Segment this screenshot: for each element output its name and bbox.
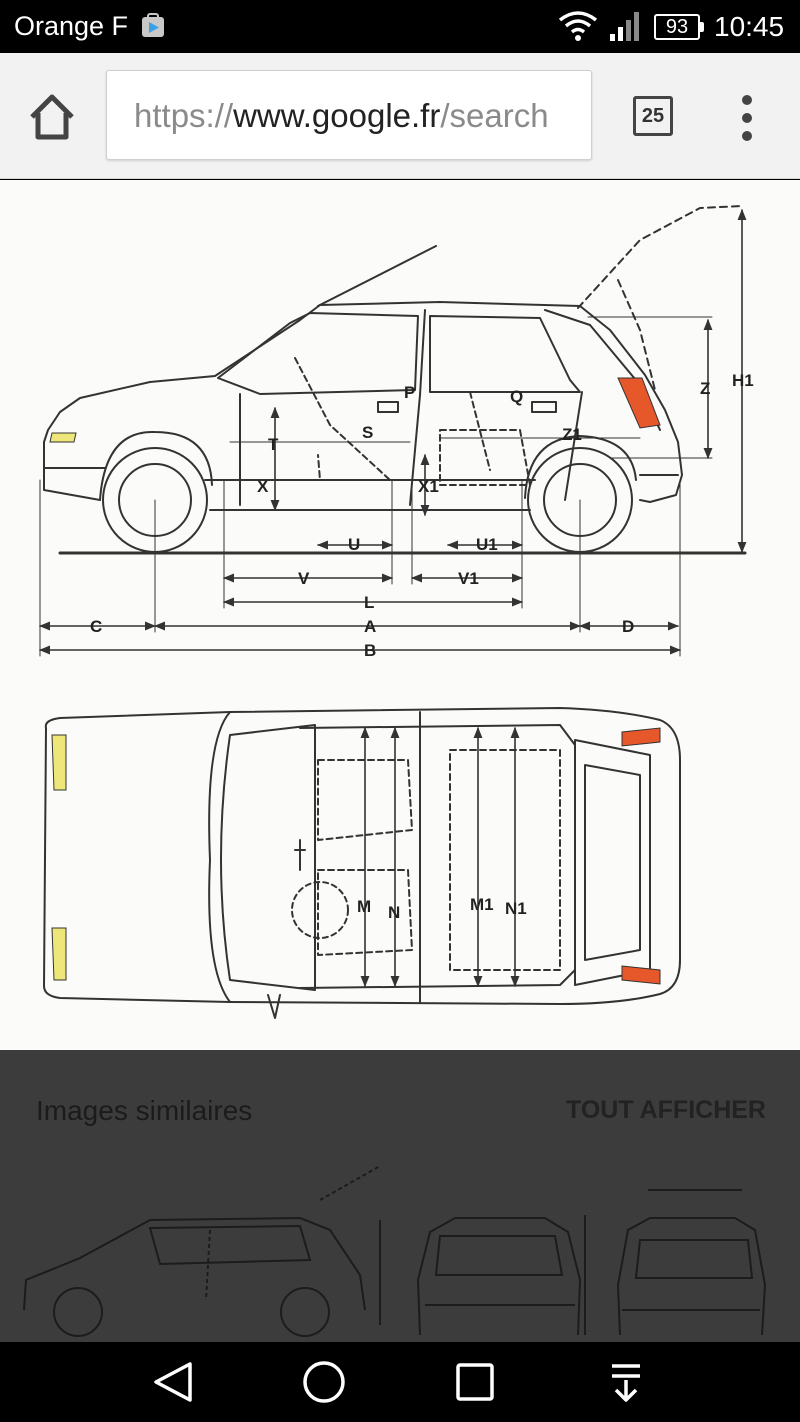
navigation-bar [0, 1342, 800, 1422]
thumbnail-rear-view[interactable] [616, 1189, 767, 1336]
dim-label-v: V [298, 569, 310, 588]
battery-indicator: 93 [654, 14, 704, 40]
dim-label-q: Q [510, 387, 523, 406]
overflow-menu-icon[interactable] [736, 93, 760, 143]
dim-label-x: X [257, 477, 269, 496]
battery-level: 93 [665, 16, 689, 38]
tab-switcher-button[interactable]: 25 [633, 96, 673, 136]
dim-label-z: Z [700, 379, 710, 398]
dim-label-m: M [357, 897, 371, 916]
dim-label-n: N [388, 903, 400, 922]
lamp-markers [49, 377, 661, 985]
see-all-link[interactable]: TOUT AFFICHER [566, 1096, 766, 1124]
dim-label-v1: V1 [458, 569, 479, 588]
similar-images-panel: Images similaires TOUT AFFICHER [0, 1050, 800, 1342]
dim-label-h1: H1 [732, 371, 754, 390]
dim-label-d: D [622, 617, 634, 636]
dim-label-t: T [268, 435, 279, 454]
thumbnail-front-view[interactable] [416, 1215, 586, 1336]
similar-image-thumbnails [23, 1165, 767, 1337]
dim-label-n1: N1 [505, 899, 527, 918]
dim-label-c: C [90, 617, 102, 636]
dim-label-a: A [364, 617, 376, 636]
wifi-icon [558, 11, 598, 41]
address-bar[interactable]: https://www.google.fr/search [106, 70, 592, 160]
dim-label-u1: U1 [476, 535, 498, 554]
car-blueprint-image: H1 Z P Q T S Z1 X X1 U U1 V V1 L C A D B… [38, 205, 754, 1019]
similar-images-title: Images similaires [36, 1095, 253, 1126]
status-bar: Orange F 93 10:45 [0, 0, 800, 53]
carrier-name: Orange F [14, 11, 129, 41]
dim-label-l: L [364, 593, 374, 612]
back-icon[interactable] [144, 1356, 204, 1408]
dim-label-z1: Z1 [562, 425, 582, 444]
url-text[interactable]: https://www.google.fr/search [134, 97, 549, 134]
play-store-icon [142, 13, 164, 37]
dim-label-u: U [348, 535, 360, 554]
dim-label-s: S [362, 423, 373, 442]
thumbnail-side-view[interactable] [23, 1165, 381, 1337]
dim-label-b: B [364, 641, 376, 660]
home-icon[interactable] [24, 89, 80, 145]
battery-icon [654, 14, 700, 40]
clock: 10:45 [714, 11, 785, 42]
browser-toolbar: https://www.google.fr/search 25 [0, 53, 800, 179]
dim-label-x1: X1 [418, 477, 439, 496]
signal-strength-icon [610, 12, 639, 41]
notification-shade-icon[interactable] [596, 1356, 656, 1408]
image-viewer[interactable]: H1 Z P Q T S Z1 X X1 U U1 V V1 L C A D B… [0, 180, 800, 1050]
dim-label-m1: M1 [470, 895, 494, 914]
home-circle-icon[interactable] [294, 1356, 354, 1408]
recent-apps-icon[interactable] [445, 1356, 505, 1408]
dim-label-p: P [404, 383, 415, 402]
